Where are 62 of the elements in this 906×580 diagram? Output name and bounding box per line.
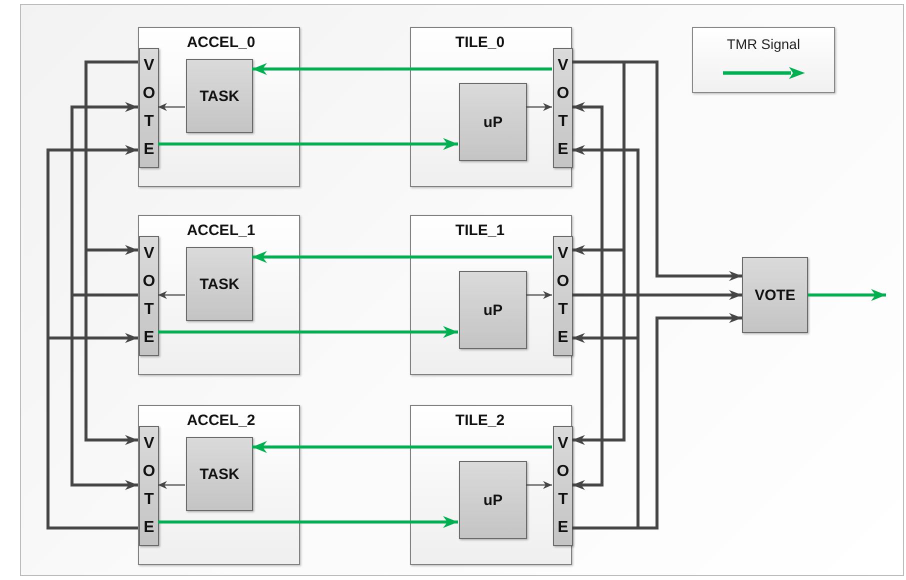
wire-arrow	[158, 103, 185, 111]
voter-strip	[139, 48, 159, 168]
wire-arrow	[158, 481, 185, 489]
processor-box	[459, 271, 527, 349]
strip-label: VOTE	[556, 434, 570, 538]
task-box	[186, 59, 253, 133]
legend-text: TMR Signal	[726, 36, 802, 52]
signal-arrow	[158, 516, 458, 528]
task-box	[186, 247, 253, 321]
signal-arrow	[252, 441, 552, 453]
module-title: TILE_1	[454, 222, 506, 239]
accelerator-box	[138, 215, 300, 375]
wire-arrow	[526, 291, 552, 299]
wire-arrow	[158, 291, 185, 299]
processor-box	[459, 83, 527, 161]
block-label: uP	[483, 302, 503, 318]
wire-arrow	[572, 333, 640, 530]
wire-arrow	[526, 103, 552, 111]
tile-box	[410, 215, 572, 375]
wire-arrow	[526, 481, 552, 489]
tile-box	[410, 27, 572, 187]
wire-arrow	[70, 102, 138, 296]
voter-strip	[139, 236, 159, 356]
block-label: TASK	[200, 276, 240, 292]
module-title: ACCEL_1	[186, 222, 256, 239]
wire-arrow	[70, 294, 138, 490]
strip-label: VOTE	[556, 244, 570, 348]
wire-arrow	[572, 60, 742, 281]
strip-label: VOTE	[142, 244, 156, 348]
module-title: ACCEL_2	[186, 412, 256, 429]
signal-arrow	[158, 326, 458, 338]
signal-arrow	[158, 138, 458, 150]
wire-arrow	[572, 60, 626, 445]
module-title: TILE_2	[454, 412, 506, 429]
voter-strip	[553, 236, 573, 356]
block-label: TASK	[200, 466, 240, 482]
module-title: ACCEL_0	[186, 34, 256, 51]
task-box	[186, 437, 253, 511]
wire-arrow	[572, 102, 604, 296]
wire-arrow	[572, 294, 604, 490]
strip-label: VOTE	[142, 56, 156, 160]
voter-strip	[139, 426, 159, 546]
strip-label: VOTE	[142, 434, 156, 538]
block-label: VOTE	[754, 286, 796, 304]
wire-arrow	[46, 333, 138, 530]
wire-arrow	[84, 60, 138, 445]
block-label: uP	[483, 114, 503, 130]
wire-arrow	[572, 313, 742, 530]
block-label: uP	[483, 492, 503, 508]
signal-arrow	[252, 63, 552, 75]
strip-label: VOTE	[556, 56, 570, 160]
accelerator-box	[138, 27, 300, 187]
signal-arrow	[808, 289, 886, 301]
signal-arrow	[252, 251, 552, 263]
tile-box	[410, 405, 572, 565]
module-title: TILE_0	[454, 34, 506, 51]
voter-strip	[553, 426, 573, 546]
accelerator-box	[138, 405, 300, 565]
block-label: TASK	[200, 88, 240, 104]
processor-box	[459, 461, 527, 539]
voter-strip	[553, 48, 573, 168]
voter-box	[742, 257, 808, 333]
